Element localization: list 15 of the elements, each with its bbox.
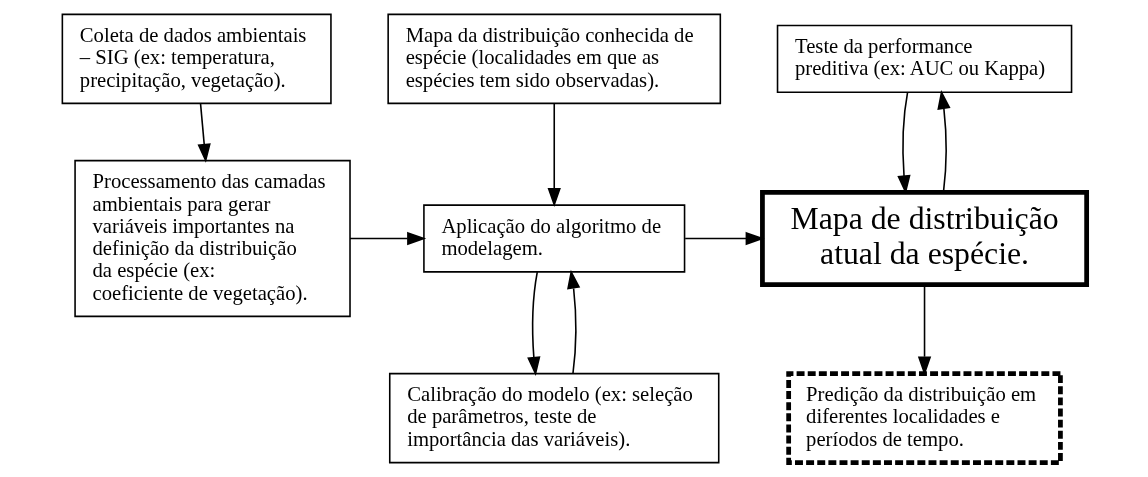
arrow (197, 102, 211, 163)
arrow (547, 102, 561, 208)
arrow (348, 231, 426, 246)
arrow (566, 269, 580, 375)
arrow (683, 231, 765, 246)
arrow (526, 271, 540, 376)
node-box: Teste da performance preditiva (ex: AUC ou Kappa) (776, 24, 1072, 94)
node-box: Mapa de distribuição atual da espécie. (759, 190, 1089, 287)
node-box: Processamento das camadas ambientais para gerar variáveis importantes na definição da distribuição da espécie (ex: coeficiente de vegetação). (73, 159, 351, 318)
node-box: Calibração do modelo (ex: seleção de parâmetros, teste de importância das variáveis). (388, 372, 720, 464)
node-box: Aplicação do algoritmo de modelagem. (422, 204, 685, 273)
arrow (936, 90, 951, 193)
node-box: Predição da distribuição em diferentes localidades e períodos de tempo. (785, 371, 1063, 465)
node-box: Mapa da distribuição conhecida de espécie (localidades em que as espécies tem sido observadas). (386, 13, 721, 105)
node-box: Coleta de dados ambientais – SIG (ex: temperatura, precipitação, vegetação). (61, 13, 332, 105)
